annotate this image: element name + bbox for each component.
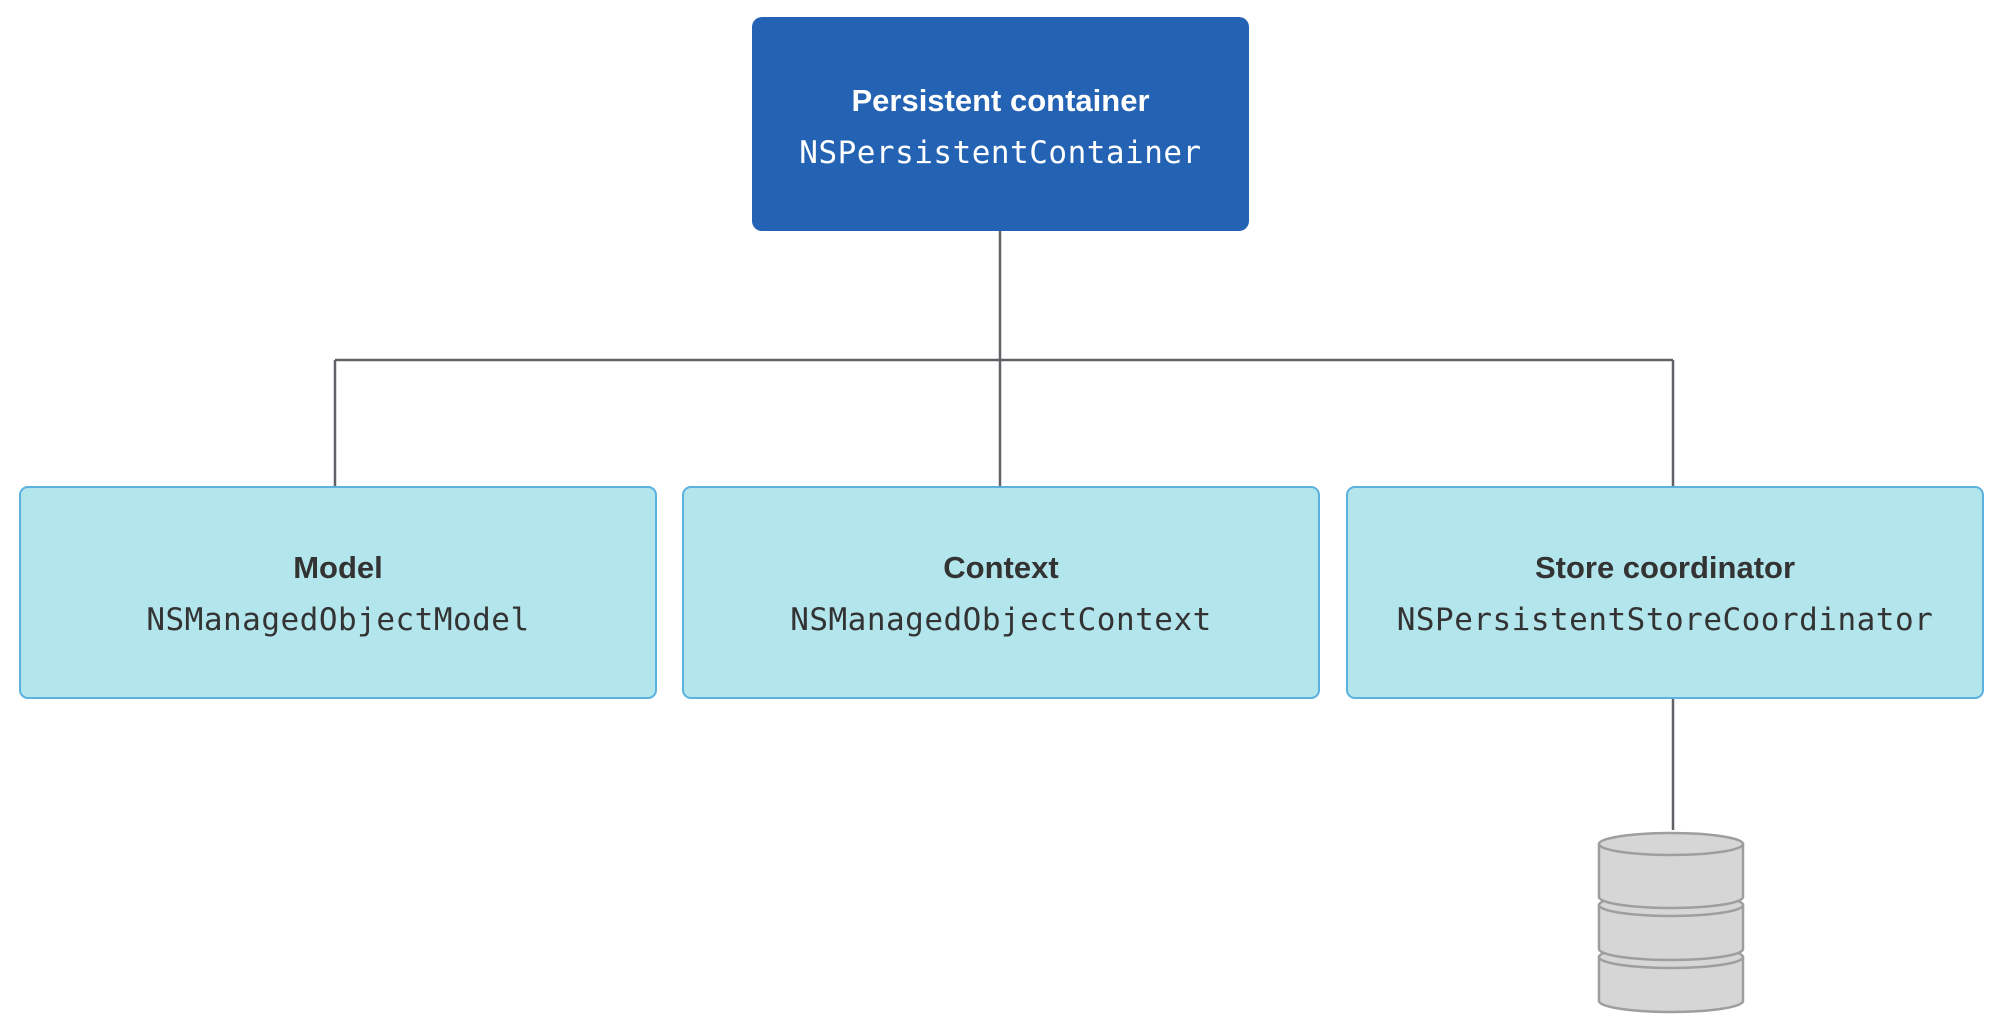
node-class-name: NSPersistentStoreCoordinator xyxy=(1396,601,1934,638)
database-icon xyxy=(1597,831,1745,1014)
store-coordinator-node: Store coordinator NSPersistentStoreCoord… xyxy=(1346,486,1984,699)
node-title: Persistent container xyxy=(851,83,1150,118)
database-disk-bottom xyxy=(1597,955,1745,1014)
database-disk-top xyxy=(1597,842,1745,910)
context-node: Context NSManagedObjectContext xyxy=(682,486,1320,699)
model-node: Model NSManagedObjectModel xyxy=(19,486,657,699)
node-class-name: NSManagedObjectContext xyxy=(790,601,1212,638)
node-title: Store coordinator xyxy=(1534,549,1796,585)
node-title: Context xyxy=(943,549,1059,585)
database-disk-middle xyxy=(1597,903,1745,962)
node-class-name: NSPersistentContainer xyxy=(799,135,1202,171)
node-class-name: NSManagedObjectModel xyxy=(146,601,530,638)
node-title: Model xyxy=(293,549,383,585)
persistent-container-node: Persistent container NSPersistentContain… xyxy=(752,17,1249,231)
